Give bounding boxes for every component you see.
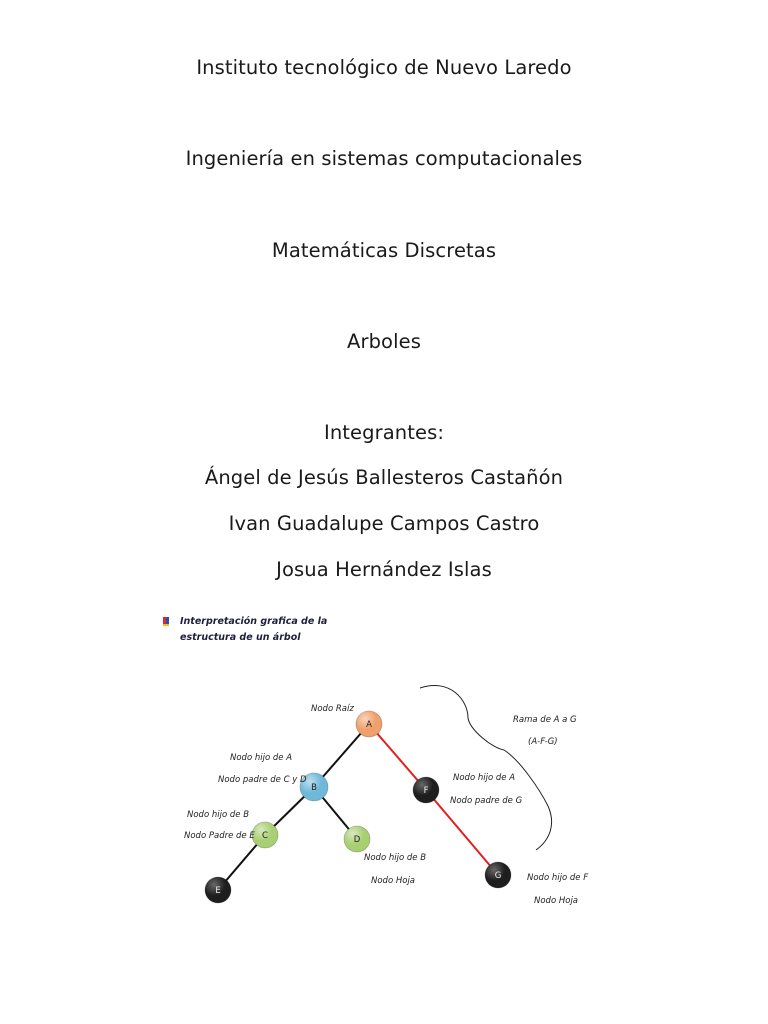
member-name: Ángel de Jesús Ballesteros Castañón (204, 466, 564, 489)
career-title: Ingeniería en sistemas computacionales (185, 147, 583, 170)
figure-title: Interpretación grafica de la (180, 616, 327, 627)
annotation-b-parent: Nodo padre de C y D (218, 775, 307, 785)
svg-text:E: E (215, 886, 220, 896)
institution-title: Instituto tecnológico de Nuevo Laredo (196, 56, 572, 79)
annotation-c-child: Nodo hijo de B (187, 810, 249, 820)
svg-text:G: G (495, 871, 502, 881)
branch-edge (425, 789, 499, 876)
node-b: B (299, 772, 329, 802)
annotation-branch-path: (A-F-G) (528, 737, 558, 747)
svg-text:C: C (262, 831, 268, 841)
annotation-c-parent: Nodo Padre de E (184, 831, 255, 841)
node-f: F (412, 776, 440, 804)
member-name: Ivan Guadalupe Campos Castro (228, 512, 540, 535)
bullet-icon (163, 617, 169, 626)
annotation-d-child: Nodo hijo de B (364, 853, 426, 863)
tree-diagram: Interpretación grafica de la estructura … (163, 616, 588, 906)
node-c: C (251, 821, 279, 849)
topic-title: Arboles (347, 330, 421, 353)
annotation-branch: Rama de A a G (513, 715, 577, 725)
annotation-f-child: Nodo hijo de A (453, 773, 515, 783)
figure-title: estructura de un árbol (180, 632, 301, 643)
svg-text:B: B (311, 783, 317, 793)
branch-brace (419, 685, 552, 851)
svg-text:A: A (366, 720, 372, 730)
annotation-b-child: Nodo hijo de A (230, 753, 292, 763)
svg-text:D: D (354, 835, 361, 845)
annotation-root: Nodo Raíz (311, 704, 354, 714)
annotation-d-leaf: Nodo Hoja (371, 876, 415, 886)
members-heading: Integrantes: (323, 421, 445, 444)
annotation-g-leaf: Nodo Hoja (534, 896, 578, 906)
subject-title: Matemáticas Discretas (271, 239, 497, 262)
branch-edge (368, 723, 427, 791)
annotation-g-child: Nodo hijo de F (527, 873, 588, 883)
node-d: D (343, 825, 371, 853)
node-a: A (355, 710, 383, 738)
node-e: E (204, 876, 232, 904)
node-g: G (484, 861, 512, 889)
annotation-f-parent: Nodo padre de G (450, 796, 523, 806)
svg-text:F: F (424, 786, 429, 796)
member-name: Josua Hernández Islas (276, 558, 492, 581)
